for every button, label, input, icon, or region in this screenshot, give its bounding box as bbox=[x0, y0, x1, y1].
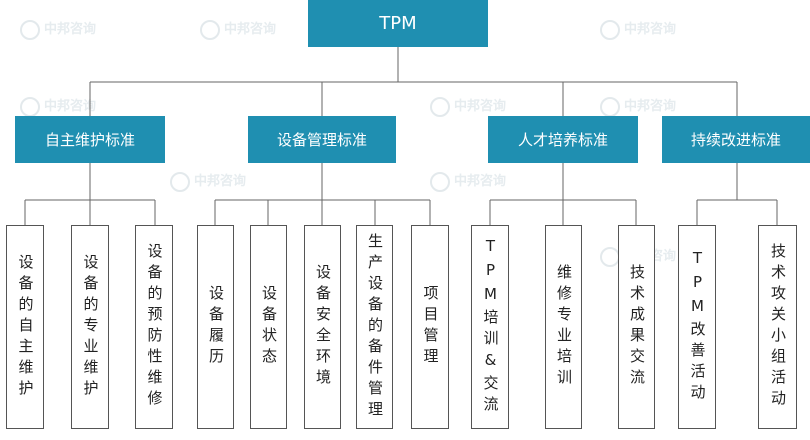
root-label: TPM bbox=[379, 13, 417, 34]
watermark: 中邦咨询 bbox=[20, 18, 96, 40]
category-label: 自主维护标准 bbox=[44, 131, 135, 149]
watermark: 中邦咨询 bbox=[20, 95, 96, 117]
leaf-label: 项目管理 bbox=[421, 285, 440, 369]
category-node: 自主维护标准 bbox=[15, 116, 165, 163]
leaf-node: 技术成果交流 bbox=[618, 225, 655, 429]
leaf-label: 技术攻关小组活动 bbox=[769, 243, 787, 411]
leaf-label: 设备状态 bbox=[260, 285, 278, 369]
logo-icon bbox=[20, 96, 40, 117]
logo-icon bbox=[200, 19, 220, 40]
leaf-node: 维修专业培训 bbox=[545, 225, 582, 429]
leaf-node: 生产设备的备件管理 bbox=[356, 225, 393, 429]
leaf-node: 设备的自主维护 bbox=[6, 225, 44, 429]
logo-icon bbox=[430, 96, 450, 117]
logo-icon bbox=[600, 19, 620, 40]
category-node: 人才培养标准 bbox=[488, 116, 638, 163]
logo-icon bbox=[170, 171, 190, 192]
watermark: 中邦咨询 bbox=[170, 170, 246, 192]
leaf-node: 设备的预防性维修 bbox=[135, 225, 173, 429]
leaf-node: 设备安全环境 bbox=[304, 225, 341, 429]
watermark: 中邦咨询 bbox=[600, 18, 676, 40]
category-label: 持续改进标准 bbox=[690, 131, 781, 149]
leaf-node: 设备状态 bbox=[250, 225, 287, 429]
category-node: 设备管理标准 bbox=[248, 116, 396, 163]
logo-icon bbox=[600, 96, 620, 117]
leaf-label: 设备的专业维护 bbox=[81, 253, 100, 401]
leaf-label: 维修专业培训 bbox=[555, 264, 573, 390]
leaf-label: 设备安全环境 bbox=[314, 264, 332, 390]
logo-icon bbox=[20, 19, 40, 40]
category-label: 人才培养标准 bbox=[517, 131, 608, 149]
leaf-label: 生产设备的备件管理 bbox=[366, 232, 384, 422]
leaf-label: TPM培训&交流 bbox=[481, 237, 500, 417]
watermark: 中邦咨询 bbox=[430, 170, 506, 192]
leaf-label: 技术成果交流 bbox=[628, 264, 646, 390]
leaf-label: 设备的预防性维修 bbox=[145, 243, 164, 411]
leaf-node: TPM培训&交流 bbox=[471, 225, 509, 429]
leaf-label: 设备履历 bbox=[207, 285, 225, 369]
watermark: 中邦咨询 bbox=[430, 95, 506, 117]
watermark: 中邦咨询 bbox=[600, 95, 676, 117]
watermark: 中邦咨询 bbox=[200, 18, 276, 40]
leaf-node: 项目管理 bbox=[411, 225, 449, 429]
leaf-node: 设备的专业维护 bbox=[71, 225, 109, 429]
leaf-node: TPM改善活动 bbox=[678, 225, 716, 429]
category-label: 设备管理标准 bbox=[276, 131, 367, 149]
root-node: TPM bbox=[308, 0, 488, 47]
logo-icon bbox=[430, 171, 450, 192]
category-node: 持续改进标准 bbox=[662, 116, 810, 163]
leaf-label: TPM改善活动 bbox=[688, 249, 707, 405]
leaf-node: 设备履历 bbox=[197, 225, 234, 429]
leaf-label: 设备的自主维护 bbox=[16, 253, 35, 401]
leaf-node: 技术攻关小组活动 bbox=[758, 225, 797, 429]
